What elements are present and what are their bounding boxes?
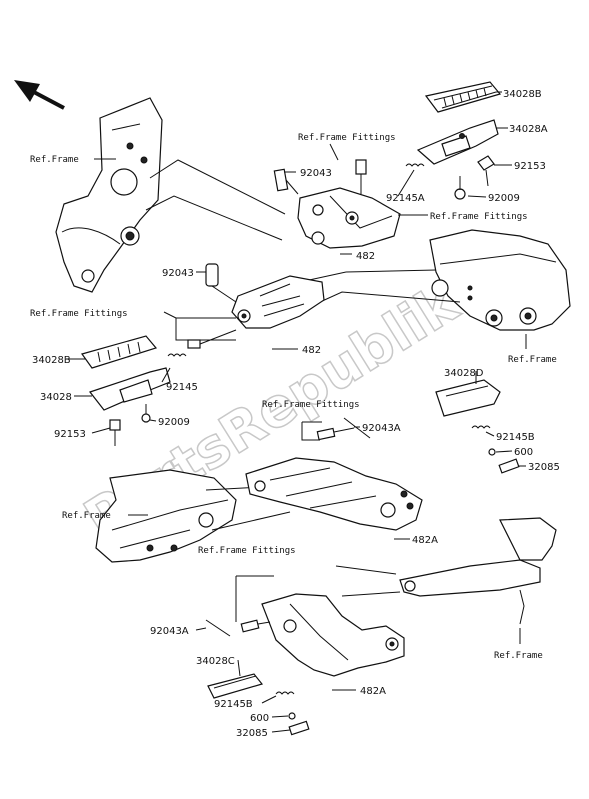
label-34028D: 34028D [444, 368, 484, 379]
footpeg-34028A [416, 119, 499, 165]
spring-92145A [405, 163, 425, 167]
label-ref-frame-2: Ref.Frame [508, 355, 557, 365]
label-92043-upper: 92043 [300, 168, 332, 179]
label-32085-upper: 32085 [528, 462, 560, 473]
footpeg-34028 [89, 367, 171, 411]
label-ref-frame-4: Ref.Frame [494, 651, 543, 661]
frame-lower-right [399, 517, 557, 625]
label-ref-frame-fittings-2: Ref.Frame Fittings [430, 212, 528, 222]
bracket-482-upper [297, 187, 401, 249]
label-482A-middle: 482A [412, 535, 438, 546]
footpeg-34028D [435, 379, 501, 417]
frame-lower-left [95, 469, 237, 563]
leader-lines [66, 91, 527, 733]
bolt-92043-middle [205, 263, 237, 303]
footpeg-34028B-upper [424, 81, 502, 113]
spring-92145B-lower [275, 691, 295, 695]
label-34028B-upper: 34028B [503, 89, 542, 100]
bolt-ref-frame-fittings-5 [240, 619, 271, 633]
label-ref-frame-1: Ref.Frame [30, 155, 79, 165]
label-92043A-lower: 92043A [150, 626, 189, 637]
label-482-upper: 482 [356, 251, 375, 262]
footpeg-34028B-middle [81, 335, 158, 369]
label-92145A: 92145A [386, 193, 425, 204]
label-92009-middle: 92009 [158, 417, 190, 428]
label-ref-frame-fittings-3: Ref.Frame Fittings [30, 309, 128, 319]
bracket-482A-middle [245, 457, 423, 531]
label-34028: 34028 [40, 392, 72, 403]
label-600-upper: 600 [514, 447, 533, 458]
bolt-92153-middle [109, 419, 121, 446]
ball-600-upper [488, 448, 496, 456]
label-34028B-middle: 34028B [32, 355, 71, 366]
label-600-lower: 600 [250, 713, 269, 724]
label-34028C: 34028C [196, 656, 235, 667]
label-482A-lower: 482A [360, 686, 386, 697]
label-92153-middle: 92153 [54, 429, 86, 440]
bolt-ref-frame-middle [187, 329, 237, 349]
label-ref-frame-fittings-5: Ref.Frame Fittings [198, 546, 296, 556]
label-92153-upper: 92153 [514, 161, 546, 172]
label-32085-lower: 32085 [236, 728, 268, 739]
bracket-482-middle [231, 275, 325, 329]
spring-92145B-upper [471, 425, 491, 429]
direction-arrow-icon [14, 80, 65, 110]
clip-32085-upper [498, 458, 520, 474]
label-ref-frame-3: Ref.Frame [62, 511, 111, 521]
label-92145B-lower: 92145B [214, 699, 253, 710]
label-92145B-upper: 92145B [496, 432, 535, 443]
ball-600-lower [288, 712, 296, 720]
bracket-482A-lower [261, 593, 405, 677]
label-ref-frame-fittings-1: Ref.Frame Fittings [298, 133, 396, 143]
label-92145: 92145 [166, 382, 198, 393]
label-92043A-upper: 92043A [362, 423, 401, 434]
label-34028A: 34028A [509, 124, 548, 135]
bolt-92153-upper [477, 155, 495, 187]
label-92009-upper: 92009 [488, 193, 520, 204]
frame-upper-right [429, 229, 571, 331]
clip-32085-lower [288, 720, 310, 736]
label-ref-frame-fittings-4: Ref.Frame Fittings [262, 400, 360, 410]
bolt-92043-upper [273, 168, 299, 195]
label-482-middle: 482 [302, 345, 321, 356]
frame-upper-left [55, 97, 163, 293]
bolt-ref-frame-fittings-4 [316, 427, 355, 441]
label-92043-middle: 92043 [162, 268, 194, 279]
washer-92009-middle [141, 404, 151, 423]
pin-92043A-upper [343, 417, 371, 439]
washer-92009-upper [454, 176, 466, 200]
spring-92145 [167, 353, 187, 357]
footpeg-34028C [207, 673, 264, 699]
pin-upper [355, 159, 367, 194]
pin-92043A-lower [205, 619, 231, 637]
